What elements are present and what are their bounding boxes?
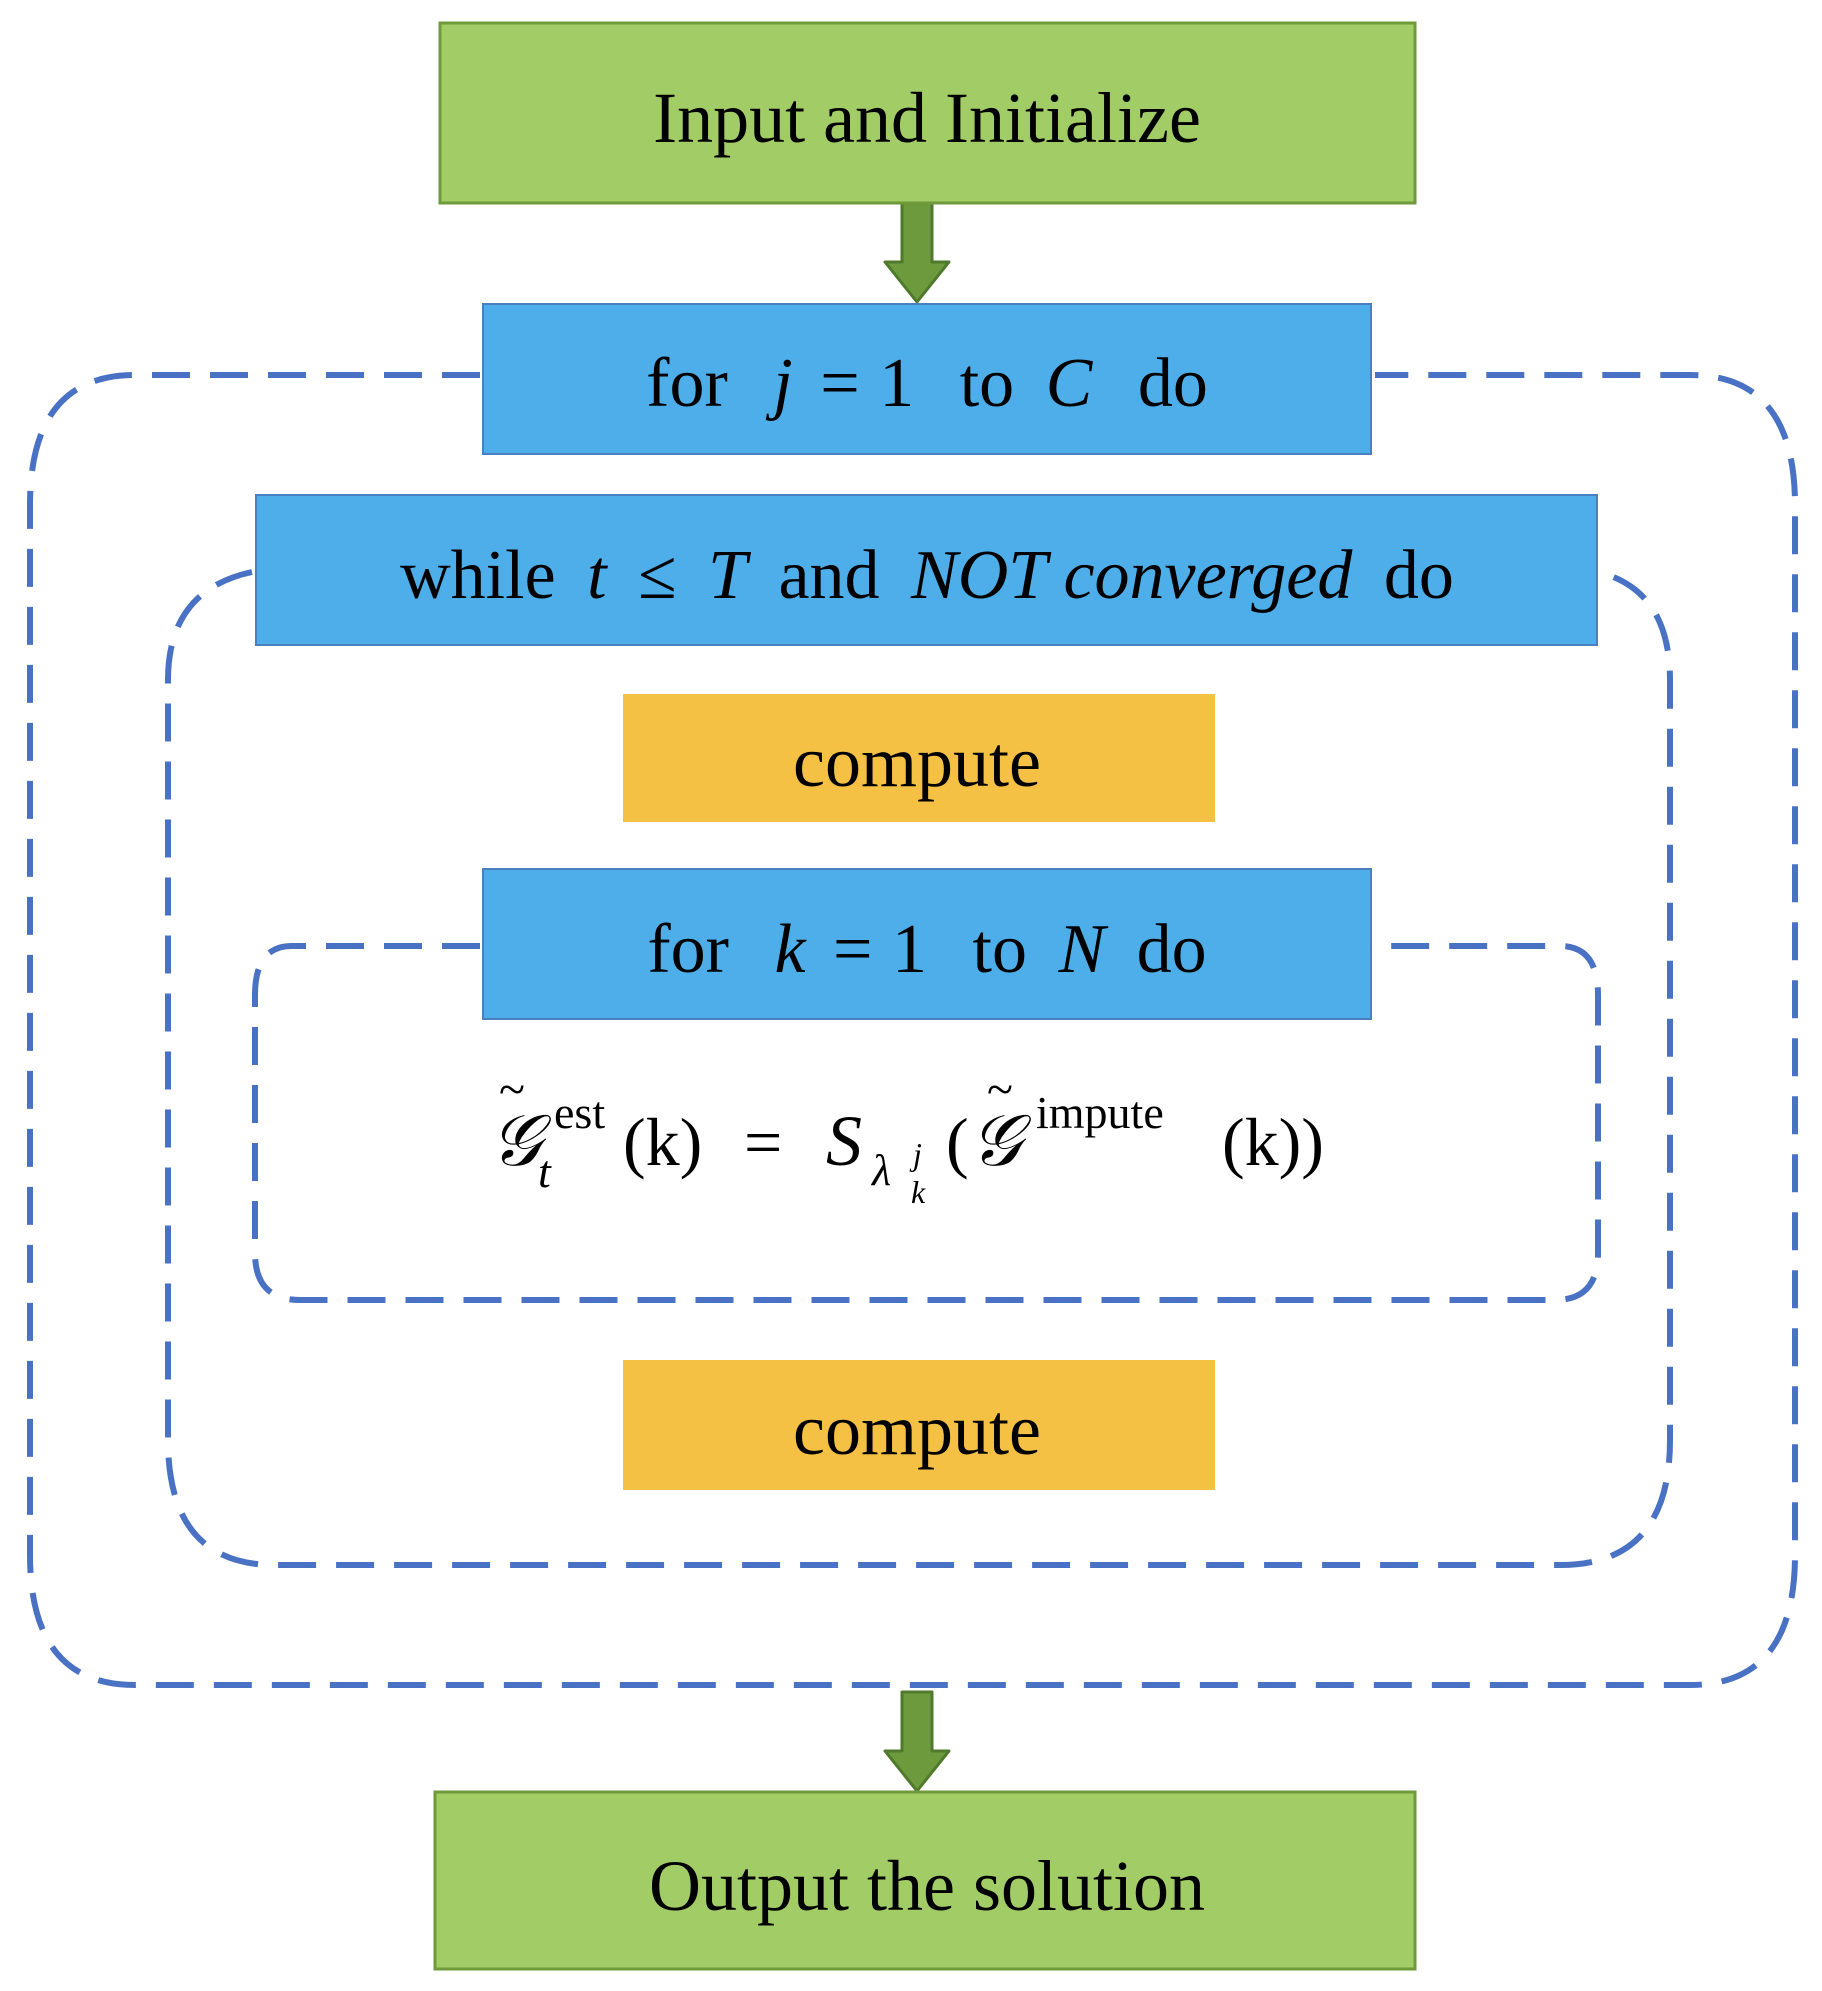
- start-node: Input and Initialize: [438, 21, 1417, 205]
- formula-op-sub-sub: k: [911, 1174, 926, 1210]
- middle-loop-box: [255, 494, 1598, 646]
- end-label: Output the solution: [649, 1846, 1205, 1926]
- while-var: t: [587, 537, 608, 614]
- formula-rhs-symbol: 𝒢: [970, 1101, 1032, 1181]
- inner-loop-frame: [252, 943, 1601, 1303]
- formula-lhs-sub: t: [538, 1146, 552, 1197]
- middle-loop-frame: [165, 569, 1673, 1568]
- formula: ~ 𝒢 est t (k) = S λ j k ( ~ 𝒢 impute (k)…: [490, 1063, 1324, 1210]
- formula-rhs-tilde: ~: [987, 1063, 1013, 1116]
- while-condition: NOT converged: [910, 537, 1353, 614]
- compute-box-2: [623, 1360, 1215, 1490]
- while-do-keyword: do: [1384, 537, 1454, 614]
- formula-rhs-sup: impute: [1036, 1087, 1164, 1138]
- formula-lhs-arg: (k): [623, 1104, 702, 1180]
- outer-loop-label: for j = 1 to C do: [646, 345, 1208, 422]
- loop-frames: [27, 372, 1798, 1688]
- compute-label-2: compute: [793, 1390, 1041, 1470]
- inner-do-keyword: do: [1137, 911, 1207, 988]
- outer-do-keyword: do: [1138, 345, 1208, 422]
- inner-loop-box: [482, 868, 1372, 1020]
- compute-box-1: [623, 694, 1215, 822]
- outer-loop-box: [482, 303, 1372, 455]
- formula-rhs-arg: (k)): [1222, 1104, 1324, 1180]
- outer-to-keyword: to: [960, 345, 1014, 422]
- outer-from: 1: [879, 345, 914, 422]
- outer-for-keyword: for: [646, 345, 728, 422]
- middle-loop-label: while t ≤ T and NOT converged do: [400, 537, 1454, 614]
- compute-node-1: compute: [623, 694, 1215, 822]
- down-arrow-top: [883, 201, 951, 304]
- outer-upper: C: [1046, 345, 1094, 422]
- inner-var: k: [774, 911, 807, 988]
- while-op: ≤: [638, 537, 676, 614]
- compute-label-1: compute: [793, 722, 1041, 802]
- formula-open-paren: (: [946, 1104, 969, 1180]
- while-keyword: while: [400, 537, 556, 614]
- formula-op-symbol: S: [826, 1101, 862, 1181]
- inner-from: 1: [892, 911, 927, 988]
- start-box: [438, 21, 1417, 205]
- down-arrow-bottom: [883, 1690, 951, 1793]
- inner-eq: =: [833, 911, 872, 988]
- outer-loop-node: for j = 1 to C do: [482, 303, 1372, 455]
- inner-for-keyword: for: [647, 911, 729, 988]
- middle-loop-node: while t ≤ T and NOT converged do: [255, 494, 1598, 646]
- inner-loop-label: for k = 1 to N do: [647, 911, 1206, 988]
- end-box: [433, 1790, 1417, 1971]
- compute-node-2: compute: [623, 1360, 1215, 1490]
- and-keyword: and: [778, 537, 879, 614]
- outer-eq: =: [820, 345, 859, 422]
- inner-loop-node: for k = 1 to N do: [482, 868, 1372, 1020]
- formula-lhs-sup: est: [554, 1087, 605, 1138]
- inner-upper: N: [1057, 911, 1108, 988]
- end-node: Output the solution: [433, 1790, 1417, 1971]
- outer-loop-frame: [27, 372, 1798, 1688]
- inner-to-keyword: to: [973, 911, 1027, 988]
- while-upper: T: [708, 537, 752, 614]
- formula-op-sub: λ: [870, 1146, 891, 1195]
- formula-lhs-tilde: ~: [499, 1063, 525, 1116]
- formula-op-sub-sup: j: [909, 1136, 922, 1172]
- start-label: Input and Initialize: [653, 78, 1201, 158]
- formula-equals: =: [744, 1104, 782, 1180]
